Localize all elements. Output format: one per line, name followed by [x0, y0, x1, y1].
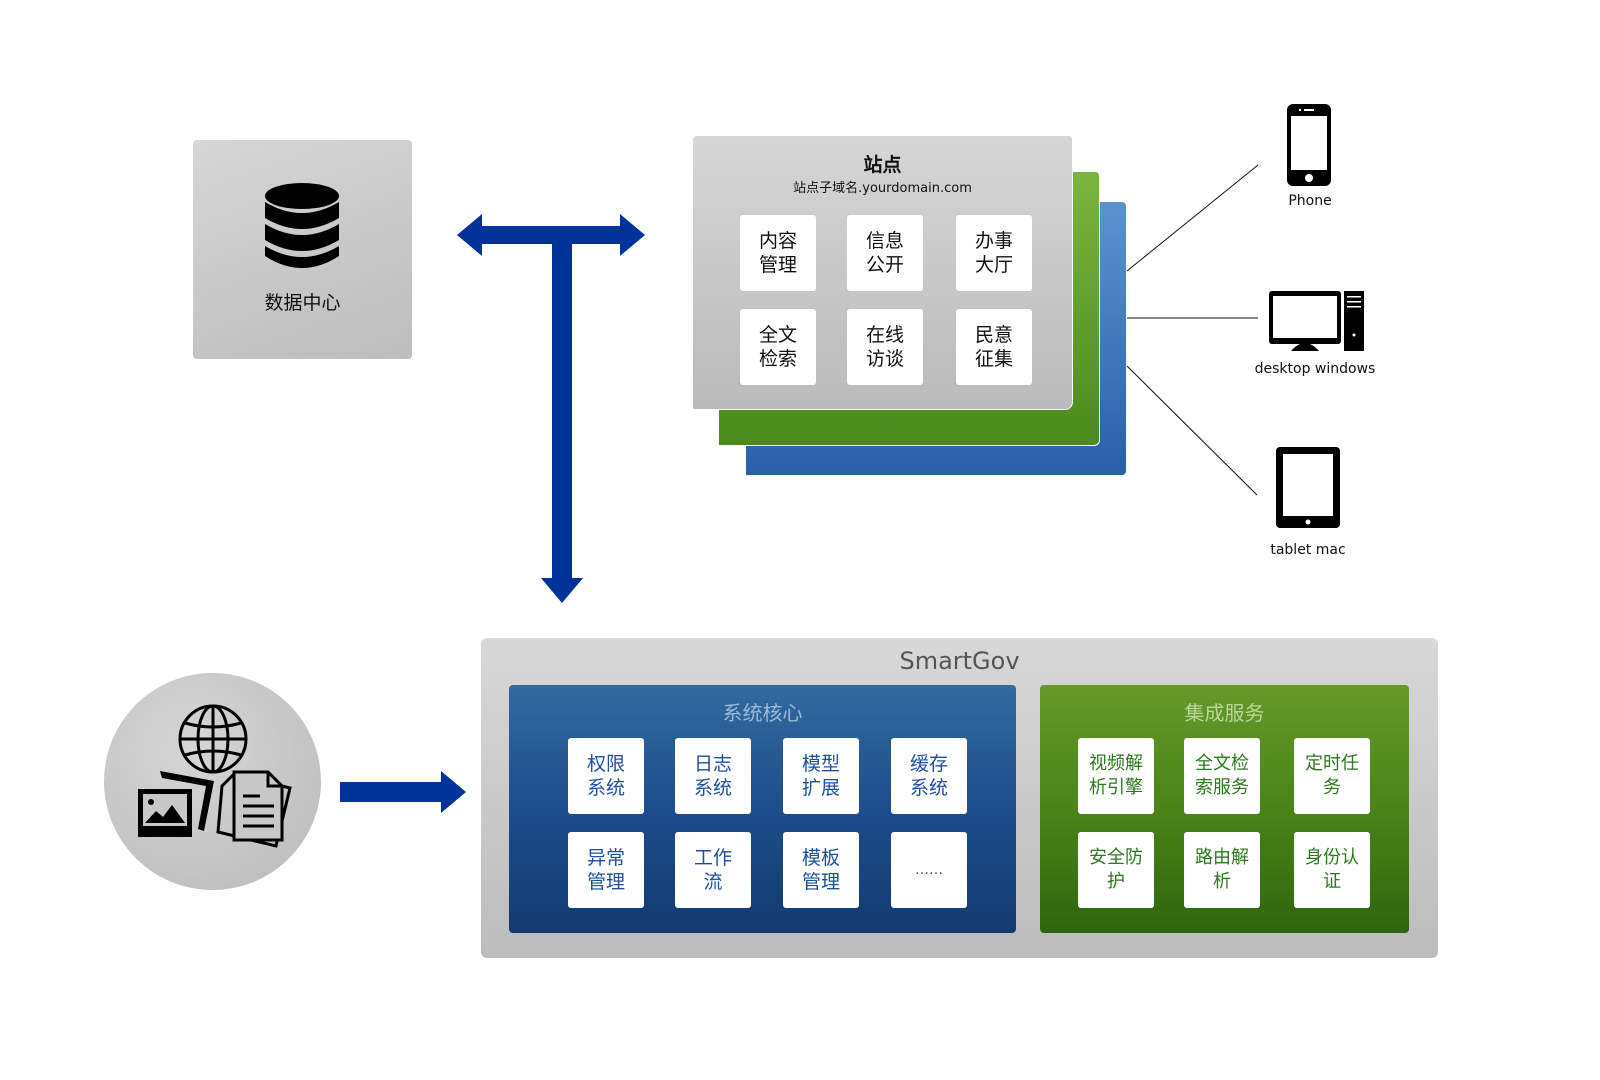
site-module[interactable]: 办事大厅: [956, 215, 1032, 291]
phone-connector-line: [1126, 164, 1259, 272]
database-icon: [265, 183, 339, 268]
tablet-connector-line: [1126, 365, 1258, 496]
site-card: 站点 站点子域名.yourdomain.com 内容管理 信息公开 办事大厅 全…: [693, 136, 1073, 410]
integration-module[interactable]: 身份认证: [1294, 832, 1370, 908]
data-center-box: 数据中心: [193, 140, 412, 359]
integration-module[interactable]: 全文检索服务: [1184, 738, 1260, 814]
core-module[interactable]: 模型扩展: [783, 738, 859, 814]
site-module[interactable]: 信息公开: [847, 215, 923, 291]
integration-module[interactable]: 视频解析引擎: [1078, 738, 1154, 814]
device-desktop: [1269, 291, 1364, 351]
tablet-icon: [1276, 447, 1340, 528]
core-module-more[interactable]: ……: [891, 832, 967, 908]
document-icon: [216, 770, 292, 848]
site-title: 站点: [863, 154, 902, 176]
system-core-title: 系统核心: [722, 701, 803, 725]
core-module[interactable]: 日志系统: [675, 738, 751, 814]
desktop-label: desktop windows: [1254, 361, 1376, 377]
smartgov-panel: SmartGov 系统核心 权限系统 日志系统 模型扩展 缓存系统 异常管理 工…: [481, 638, 1438, 958]
integration-module[interactable]: 安全防护: [1078, 832, 1154, 908]
core-module[interactable]: 权限系统: [568, 738, 644, 814]
site-module[interactable]: 民意征集: [956, 309, 1032, 385]
integration-services-title: 集成服务: [1184, 701, 1265, 725]
content-sources-circle: [104, 673, 321, 890]
site-module[interactable]: 在线访谈: [847, 309, 923, 385]
vertical-shaft: [552, 244, 572, 580]
right-arrow: [340, 771, 466, 813]
globe-icon: [178, 704, 248, 774]
phone-label: Phone: [1288, 193, 1332, 209]
left-arrowhead: [457, 214, 645, 256]
device-phone: [1287, 104, 1331, 186]
tablet-label: tablet mac: [1270, 542, 1346, 558]
site-subdomain: 站点子域名.yourdomain.com: [793, 181, 972, 196]
site-module[interactable]: 内容管理: [740, 215, 816, 291]
t-arrow: [457, 214, 645, 603]
data-center-label: 数据中心: [264, 292, 341, 314]
system-core-panel: 系统核心 权限系统 日志系统 模型扩展 缓存系统 异常管理 工作流 模板管理 ……: [509, 685, 1016, 933]
device-tablet: [1276, 447, 1340, 528]
site-module[interactable]: 全文检索: [740, 309, 816, 385]
core-module[interactable]: 缓存系统: [891, 738, 967, 814]
core-module[interactable]: 模板管理: [783, 832, 859, 908]
integration-module[interactable]: 路由解析: [1184, 832, 1260, 908]
down-arrowhead: [541, 578, 583, 603]
integration-module[interactable]: 定时任务: [1294, 738, 1370, 814]
integration-services-panel: 集成服务 视频解析引擎 全文检索服务 定时任务 安全防护 路由解析 身份认证: [1040, 685, 1409, 933]
core-module[interactable]: 异常管理: [568, 832, 644, 908]
core-module[interactable]: 工作流: [675, 832, 751, 908]
phone-icon: [1287, 104, 1331, 186]
image-icon: [138, 771, 214, 837]
smartgov-title: SmartGov: [899, 647, 1020, 675]
desktop-icon: [1269, 291, 1364, 351]
